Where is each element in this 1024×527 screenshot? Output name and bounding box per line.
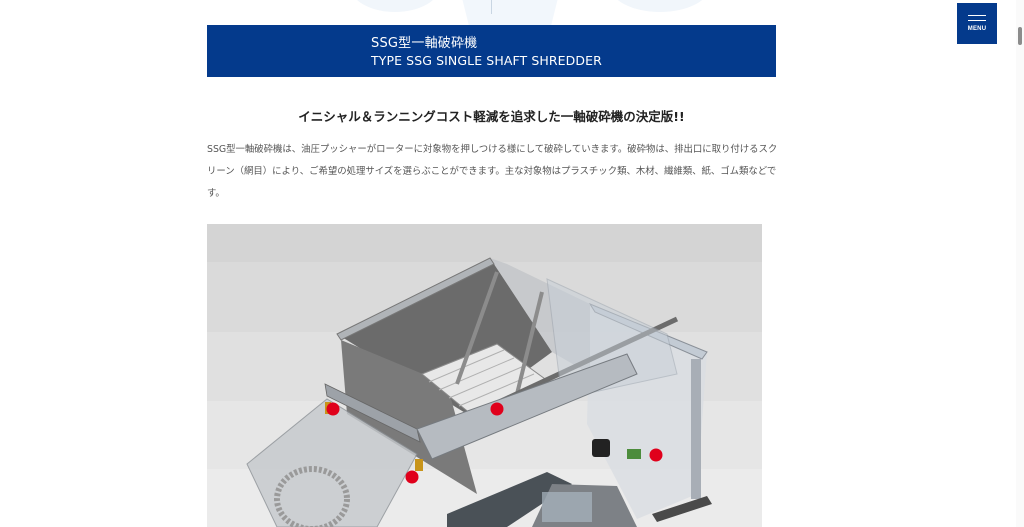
- deco-shape: [460, 0, 560, 25]
- shredder-3d-image: [207, 224, 762, 527]
- hamburger-icon: [968, 15, 986, 21]
- deco-shape: [350, 0, 440, 12]
- menu-label: MENU: [967, 26, 987, 32]
- page-scrollbar[interactable]: [1016, 0, 1024, 527]
- product-headline: イニシャル＆ランニングコスト軽減を追求した一軸破砕機の決定版!!: [298, 109, 685, 124]
- hotspot-marker[interactable]: [649, 448, 663, 462]
- scrollbar-thumb[interactable]: [1018, 27, 1022, 45]
- product-title-en: TYPE SSG SINGLE SHAFT SHREDDER: [371, 53, 602, 68]
- product-description: SSG型一軸破砕機は、油圧プッシャーがローターに対象物を押しつける様にして破砕し…: [207, 144, 778, 199]
- hotspot-marker[interactable]: [490, 402, 504, 416]
- deco-line: [491, 0, 492, 14]
- deco-shape: [610, 0, 710, 12]
- hotspot-marker[interactable]: [405, 470, 419, 484]
- shredder-illustration: [246, 257, 712, 527]
- product-title-jp: SSG型一軸破砕機: [371, 36, 478, 51]
- product-title-banner: SSG型一軸破砕機 TYPE SSG SINGLE SHAFT SHREDDER: [207, 25, 776, 77]
- hotspot-marker[interactable]: [326, 402, 340, 416]
- menu-button[interactable]: MENU: [957, 3, 997, 44]
- top-decoration: [300, 0, 720, 25]
